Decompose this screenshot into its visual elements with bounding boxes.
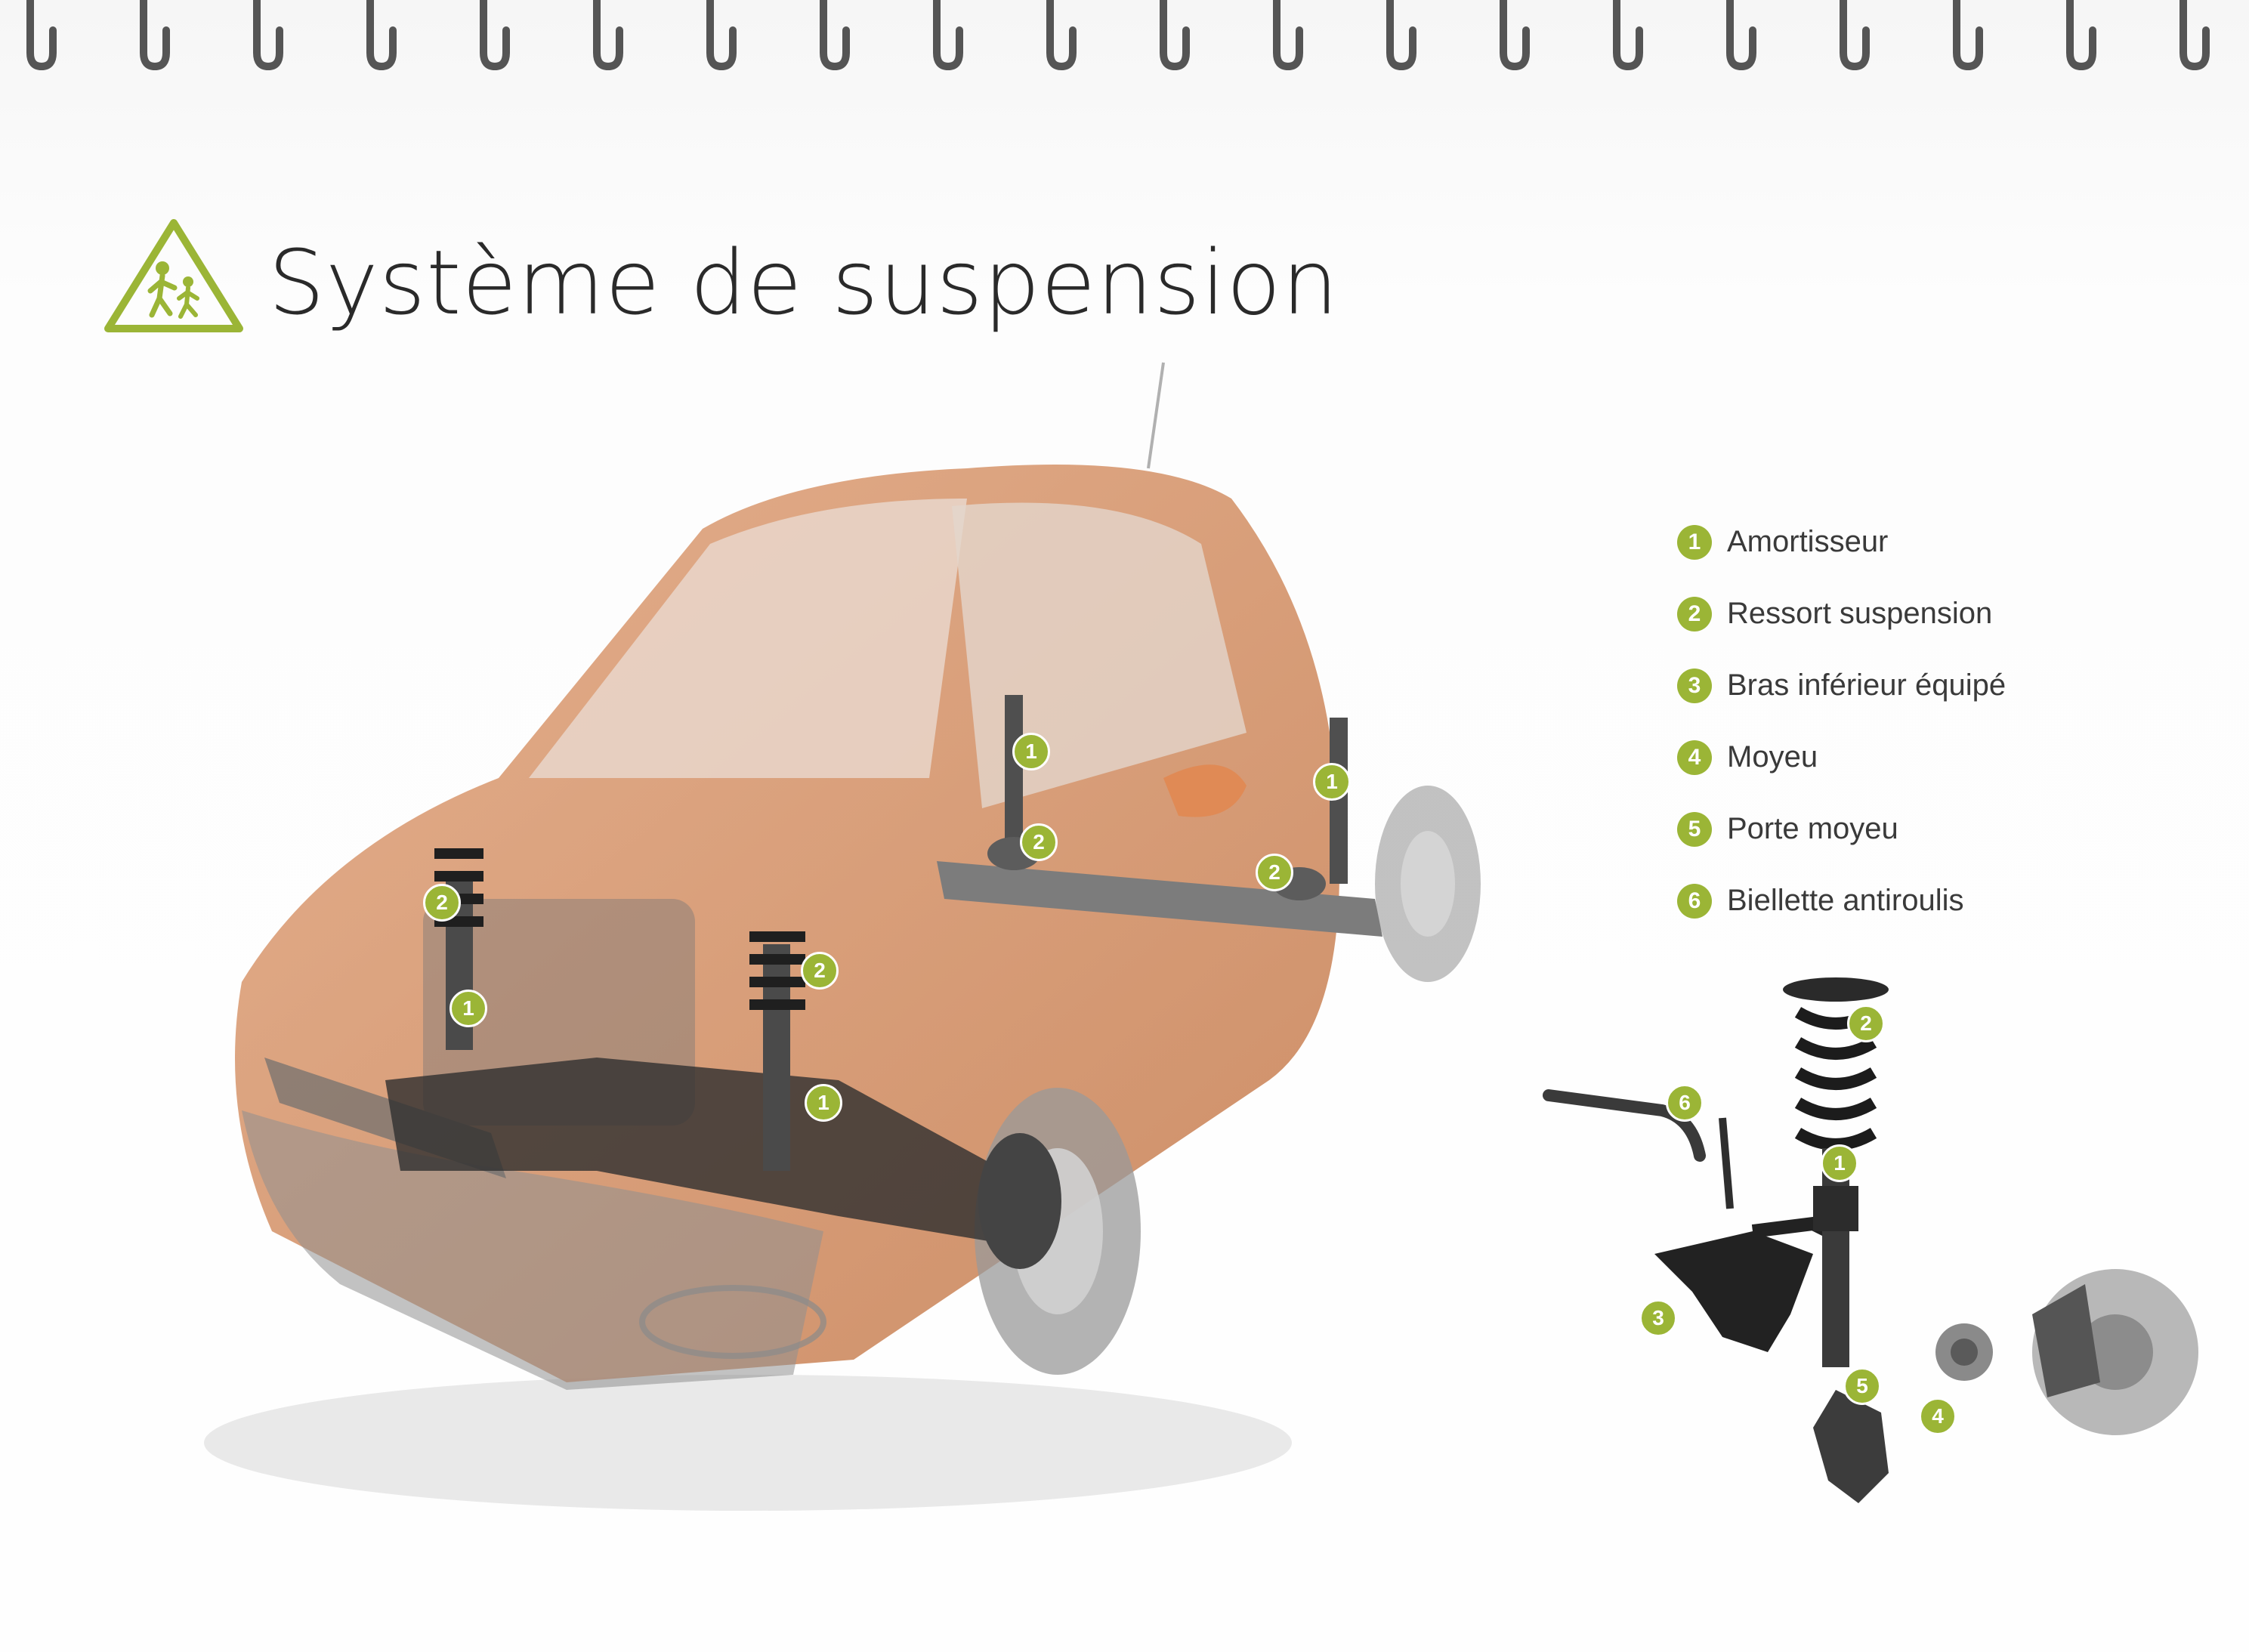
legend-number-badge: 5 — [1677, 811, 1712, 847]
legend-label: Porte moyeu — [1727, 812, 1898, 845]
page-title: Système de suspension — [268, 230, 1339, 335]
legend-label: Moyeu — [1727, 740, 1818, 774]
car-callout-spring-front-left: 2 — [423, 884, 461, 922]
exploded-callout-hub-carrier: 5 — [1843, 1367, 1881, 1405]
legend-number-badge: 6 — [1677, 883, 1712, 919]
legend-label: Ressort suspension — [1727, 597, 1993, 630]
legend-item: 6 Biellette antiroulis — [1677, 865, 2206, 937]
car-callout-spring-rear-left: 2 — [1020, 823, 1058, 861]
legend-label: Biellette antiroulis — [1727, 884, 1964, 917]
exploded-callout-lower-arm: 3 — [1639, 1299, 1677, 1337]
exploded-callout-hub: 4 — [1919, 1397, 1957, 1435]
car-callout-damper-front-left: 1 — [449, 990, 487, 1027]
legend-label: Amortisseur — [1727, 525, 1889, 558]
legend-label: Bras inférieur équipé — [1727, 669, 2006, 702]
spiral-binding — [0, 0, 2249, 83]
car-callout-spring-front-right: 2 — [801, 952, 839, 990]
children-crossing-warning-icon — [104, 219, 243, 332]
legend-item: 5 Porte moyeu — [1677, 793, 2206, 865]
legend-number-badge: 1 — [1677, 524, 1712, 560]
car-illustration: 1 2 1 2 1 2 2 1 — [174, 355, 1534, 1526]
car-callout-damper-rear-left: 1 — [1012, 733, 1050, 770]
car-callout-damper-front-right: 1 — [805, 1084, 842, 1122]
legend-item: 2 Ressort suspension — [1677, 578, 2206, 650]
legend-item: 1 Amortisseur — [1677, 506, 2206, 578]
legend-number-badge: 4 — [1677, 740, 1712, 775]
exploded-callout-spring: 2 — [1847, 1005, 1885, 1042]
exploded-callout-anti-roll-link: 6 — [1666, 1084, 1704, 1122]
car-callout-damper-rear-right: 1 — [1313, 763, 1351, 801]
legend-number-badge: 3 — [1677, 668, 1712, 703]
legend-item: 4 Moyeu — [1677, 721, 2206, 793]
parts-legend: 1 Amortisseur 2 Ressort suspension 3 Bra… — [1677, 506, 2206, 937]
exploded-callout-damper: 1 — [1821, 1144, 1858, 1182]
legend-item: 3 Bras inférieur équipé — [1677, 650, 2206, 721]
car-callout-spring-rear-right: 2 — [1256, 854, 1293, 891]
exploded-parts-view: 2 1 6 3 5 4 — [1541, 959, 2221, 1549]
legend-number-badge: 2 — [1677, 596, 1712, 631]
